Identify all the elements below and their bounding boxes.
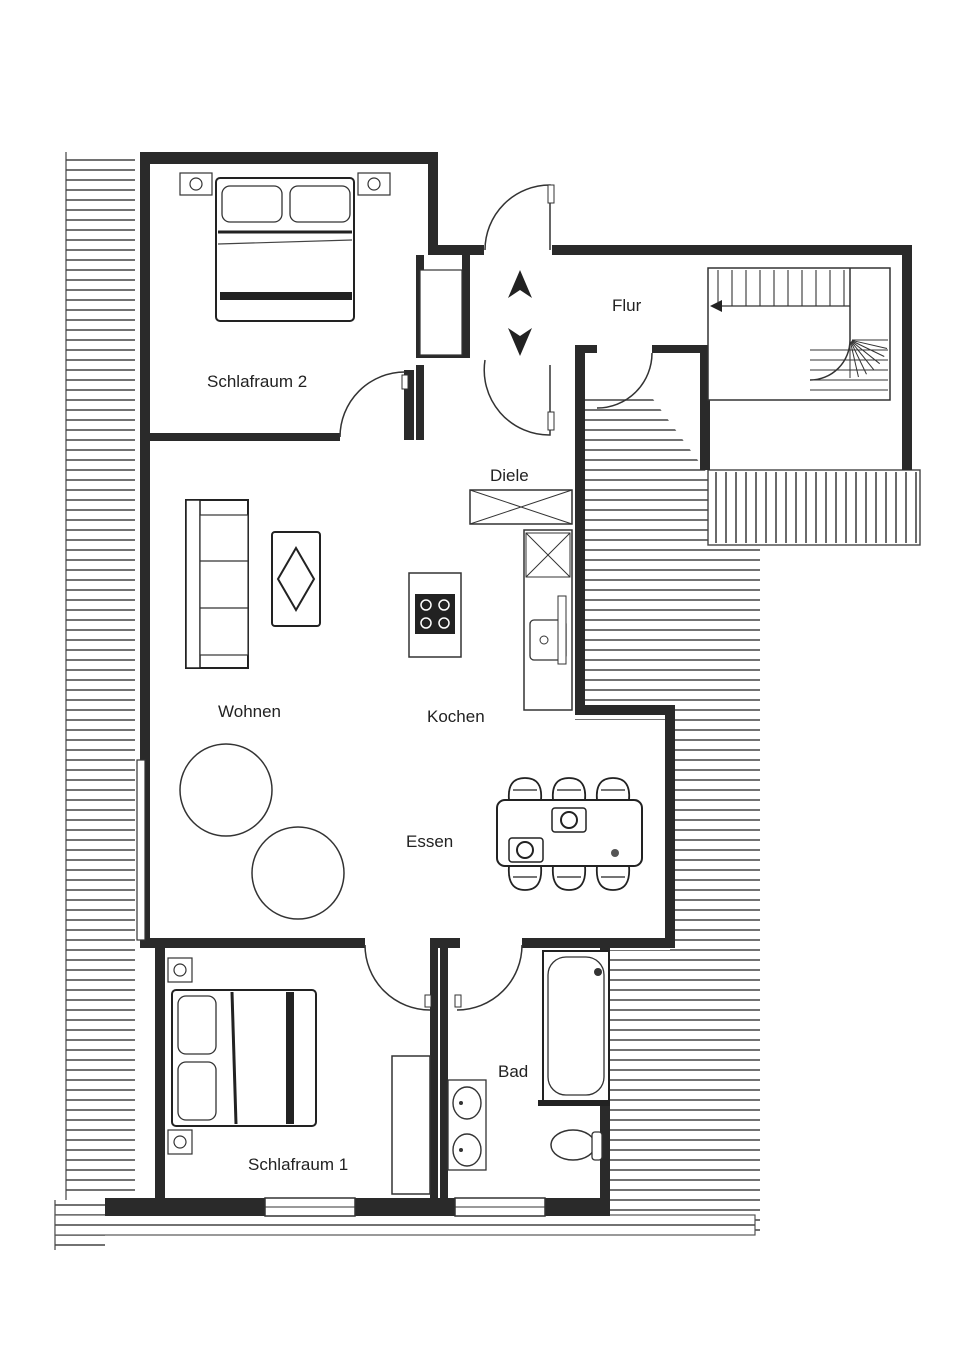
doors bbox=[339, 184, 653, 1011]
wardrobe-schlafraum-1 bbox=[391, 1055, 431, 1195]
stair-step bbox=[850, 341, 875, 371]
stair-step bbox=[851, 340, 885, 357]
dining-chair bbox=[551, 777, 587, 801]
staircase bbox=[707, 267, 891, 401]
label-kochen: Kochen bbox=[427, 707, 485, 726]
bed-schlafraum-1 bbox=[167, 957, 317, 1155]
stair-step bbox=[849, 341, 859, 378]
dining-chair bbox=[595, 865, 631, 891]
roof-hatching-bottom bbox=[54, 1214, 756, 1236]
toilet bbox=[550, 1129, 603, 1161]
stair-step bbox=[851, 339, 888, 349]
label-essen: Essen bbox=[406, 832, 453, 851]
terrace-hatching bbox=[707, 469, 921, 546]
cooktop-island bbox=[408, 572, 462, 658]
direction-arrows bbox=[508, 270, 532, 356]
label-schlafraum-1: Schlafraum 1 bbox=[248, 1155, 348, 1174]
label-flur: Flur bbox=[612, 296, 642, 315]
dining-chair bbox=[507, 865, 543, 891]
wardrobe-schlafraum-2 bbox=[419, 269, 463, 356]
room-labels: Schlafraum 2 Flur Diele Wohnen Kochen Es… bbox=[207, 296, 642, 1174]
diele-wardrobe bbox=[469, 489, 573, 525]
dining-chair bbox=[551, 865, 587, 891]
bathtub bbox=[538, 950, 610, 1106]
rugs bbox=[179, 743, 345, 920]
label-diele: Diele bbox=[490, 466, 529, 485]
label-wohnen: Wohnen bbox=[218, 702, 281, 721]
washbasins bbox=[447, 1079, 487, 1171]
kitchen-counter bbox=[523, 529, 573, 711]
stair-step bbox=[850, 341, 867, 375]
roof-left-bg bbox=[66, 152, 136, 1202]
coffee-table bbox=[271, 531, 321, 627]
bed-schlafraum-2 bbox=[179, 172, 391, 322]
dining-table bbox=[496, 777, 643, 891]
sofa bbox=[185, 499, 249, 669]
label-schlafraum-2: Schlafraum 2 bbox=[207, 372, 307, 391]
dining-chair bbox=[507, 777, 543, 801]
label-bad: Bad bbox=[498, 1062, 528, 1081]
roof-hatching-left bbox=[54, 152, 136, 1250]
dining-chair bbox=[595, 777, 631, 801]
terrace-bg bbox=[707, 469, 921, 546]
